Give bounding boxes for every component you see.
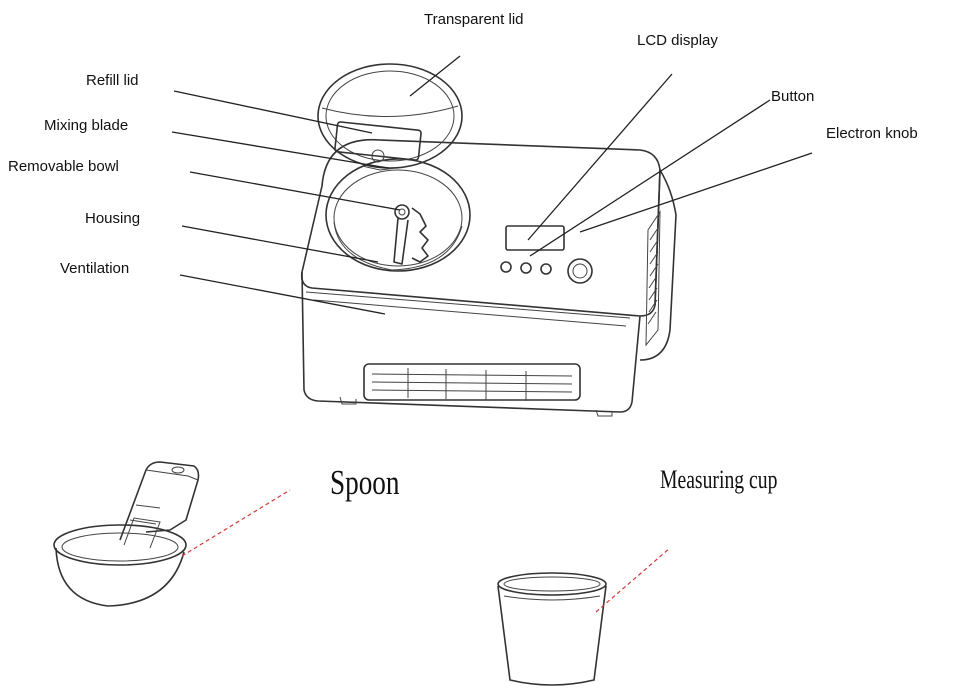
lcd-screen xyxy=(505,225,565,251)
side-vent xyxy=(645,210,661,347)
control-button-2 xyxy=(520,262,532,274)
label-spoon: Spoon xyxy=(330,463,400,502)
label-mixing-blade: Mixing blade xyxy=(44,117,128,134)
control-knob xyxy=(567,258,593,284)
measuring-cup-leader xyxy=(595,547,671,613)
transparent-lid xyxy=(317,63,463,171)
label-electron-knob: Electron knob xyxy=(826,125,918,142)
front-vent-grille xyxy=(363,363,581,401)
measuring-cup-illustration xyxy=(497,572,607,686)
control-button-1 xyxy=(500,261,512,273)
leader-transparent-lid xyxy=(409,55,461,97)
housing-front xyxy=(301,271,641,413)
label-transparent-lid: Transparent lid xyxy=(424,11,524,28)
leader-electron-knob xyxy=(579,152,813,233)
label-removable-bowl: Removable bowl xyxy=(8,158,119,175)
leader-mixing-blade xyxy=(171,131,389,169)
label-button: Button xyxy=(771,88,814,105)
housing-top xyxy=(300,138,661,317)
label-measuring-cup: Measuring cup xyxy=(660,464,777,493)
leader-ventilation xyxy=(179,274,386,315)
spoon-leader xyxy=(181,489,291,557)
label-lcd-display: LCD display xyxy=(637,32,718,49)
housing-side xyxy=(639,169,677,361)
mixing-blade xyxy=(393,204,429,265)
spoon-illustration xyxy=(53,461,200,607)
label-ventilation: Ventilation xyxy=(60,260,129,277)
label-housing: Housing xyxy=(85,210,140,227)
label-refill-lid: Refill lid xyxy=(86,72,139,89)
leader-removable-bowl xyxy=(189,171,401,211)
component-labels: Transparent lid LCD display Refill lid B… xyxy=(8,11,918,277)
bowl-opening xyxy=(325,158,471,272)
leader-housing xyxy=(181,225,379,263)
control-button-3 xyxy=(540,263,552,275)
leader-button xyxy=(529,99,771,257)
leader-refill-lid xyxy=(173,90,373,134)
leader-lines xyxy=(171,55,813,315)
control-panel xyxy=(500,225,593,284)
machine-illustration xyxy=(300,63,677,417)
leader-lcd-display xyxy=(527,73,673,241)
